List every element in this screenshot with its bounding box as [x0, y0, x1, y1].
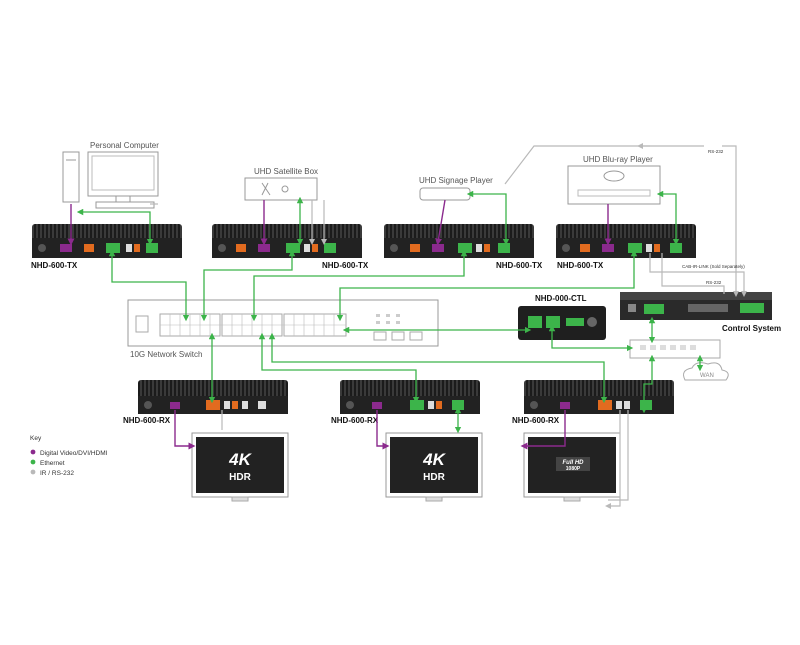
ir-rs232-links: RS-232 CAB-IR-LINK (Sold Separately) RS-…: [150, 143, 747, 509]
tx-encoder-4: NHD-600-TX: [556, 224, 696, 270]
tx4-label: NHD-600-TX: [557, 261, 604, 270]
tx-encoder-2: NHD-600-TX: [212, 224, 369, 270]
nhd-ctl-controller: NHD-000-CTL: [518, 294, 606, 340]
tx-encoder-1: NHD-600-TX: [31, 224, 182, 270]
bluray-label: UHD Blu-ray Player: [583, 155, 653, 164]
wan-cloud-icon: WAN: [683, 362, 729, 381]
legend: Key Digital Video/DVI/HDMI Ethernet IR /…: [30, 435, 108, 477]
rx3-label: NHD-600-RX: [512, 416, 560, 425]
signage-player: UHD Signage Player: [419, 176, 493, 201]
legend-ir-label: IR / RS-232: [40, 470, 74, 477]
display2-hdr: HDR: [423, 472, 445, 483]
rs232-side-label: RS-232: [706, 280, 722, 285]
legend-ethernet-dot: [30, 459, 36, 465]
display3-1080p: 1080P: [566, 466, 581, 472]
tx1-label: NHD-600-TX: [31, 261, 78, 270]
rx-decoder-1: NHD-600-RX: [123, 380, 288, 425]
rx-decoder-3: NHD-600-RX: [512, 380, 674, 425]
control-system-label: Control System: [722, 324, 781, 333]
signage-label: UHD Signage Player: [419, 176, 493, 185]
router-icon: [629, 339, 721, 359]
rs232-top-label: RS-232: [708, 149, 724, 154]
tx2-label: NHD-600-TX: [322, 261, 369, 270]
ethernet-links: [76, 190, 704, 434]
pc-label: Personal Computer: [90, 141, 159, 150]
wan-label: WAN: [700, 373, 714, 379]
display2-4k: 4K: [422, 450, 446, 469]
ctl-label: NHD-000-CTL: [535, 294, 587, 303]
display-2: 4K HDR: [385, 432, 483, 502]
legend-video-dot: [30, 449, 36, 455]
rx2-label: NHD-600-RX: [331, 416, 379, 425]
satellite-box: UHD Satellite Box: [244, 167, 318, 201]
satellite-label: UHD Satellite Box: [254, 167, 318, 176]
rx1-label: NHD-600-RX: [123, 416, 171, 425]
control-system: Control System: [620, 292, 781, 333]
display1-4k: 4K: [228, 450, 252, 469]
personal-computer: Personal Computer: [62, 141, 159, 209]
display-3: Full HD 1080P: [523, 432, 621, 502]
bluray-player: UHD Blu-ray Player: [567, 155, 661, 205]
tx3-label: NHD-600-TX: [496, 261, 543, 270]
display1-hdr: HDR: [229, 472, 251, 483]
legend-video-label: Digital Video/DVI/HDMI: [40, 450, 108, 457]
legend-ir-dot: [30, 469, 36, 475]
legend-title: Key: [30, 435, 42, 442]
video-links: [67, 199, 612, 450]
cab-ir-link-label: CAB-IR-LINK (Sold Separately): [682, 264, 745, 269]
display3-fullhd: Full HD: [563, 460, 585, 466]
legend-ethernet-label: Ethernet: [40, 460, 65, 467]
display-1: 4K HDR: [191, 432, 289, 502]
switch-label: 10G Network Switch: [130, 350, 202, 359]
